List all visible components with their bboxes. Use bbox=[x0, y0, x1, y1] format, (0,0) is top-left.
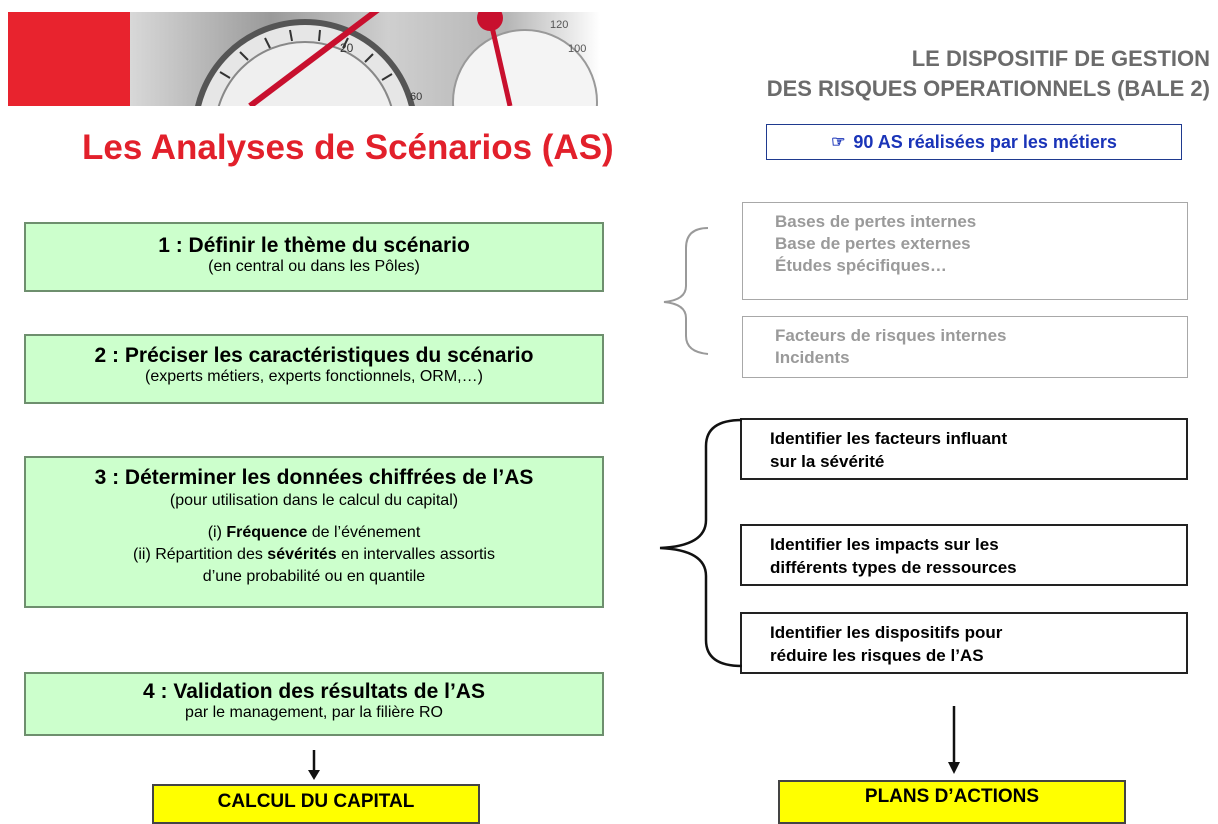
step-3-box: 3 : Déterminer les données chiffrées de … bbox=[24, 456, 604, 608]
source-1-line-2: Base de pertes externes bbox=[775, 234, 971, 253]
action-2-line-2: différents types de ressources bbox=[770, 558, 1017, 577]
action-2-line-1: Identifier les impacts sur les bbox=[770, 535, 999, 554]
arrow-to-plans bbox=[948, 706, 960, 774]
source-2-line-2: Incidents bbox=[775, 348, 850, 367]
output-action-plans: PLANS D’ACTIONS bbox=[778, 780, 1126, 824]
badge-text: 90 AS réalisées par les métiers bbox=[853, 131, 1117, 152]
step-4-title: 4 : Validation des résultats de l’AS bbox=[143, 680, 485, 703]
action-3-line-1: Identifier les dispositifs pour bbox=[770, 623, 1003, 642]
as-count-badge: ☞ 90 AS réalisées par les métiers bbox=[766, 124, 1182, 160]
step-2-subtitle: (experts métiers, experts fonctionnels, … bbox=[145, 368, 483, 385]
gauge-label-20: 20 bbox=[340, 41, 354, 55]
step-4-box: 4 : Validation des résultats de l’AS par… bbox=[24, 672, 604, 736]
action-1-line-1: Identifier les facteurs influant bbox=[770, 429, 1008, 448]
gauge-image: 20 60 80 120 100 bbox=[130, 12, 600, 106]
banner-red-block bbox=[8, 12, 134, 106]
action-box-2: Identifier les impacts sur les différent… bbox=[740, 524, 1188, 586]
header-title-line2: DES RISQUES OPERATIONNELS (BALE 2) bbox=[766, 76, 1210, 101]
action-box-1: Identifier les facteurs influant sur la … bbox=[740, 418, 1188, 480]
page-title: Les Analyses de Scénarios (AS) bbox=[82, 128, 614, 167]
step-1-title: 1 : Définir le thème du scénario bbox=[158, 234, 470, 257]
source-1-line-3: Études spécifiques… bbox=[775, 256, 947, 275]
source-box-1: Bases de pertes internes Base de pertes … bbox=[742, 202, 1188, 300]
black-brace bbox=[659, 418, 743, 668]
step-1-subtitle: (en central ou dans les Pôles) bbox=[208, 258, 420, 275]
header-title: LE DISPOSITIF DE GESTION DES RISQUES OPE… bbox=[767, 44, 1210, 104]
step-3-title: 3 : Déterminer les données chiffrées de … bbox=[94, 466, 534, 489]
step-1-box: 1 : Définir le thème du scénario (en cen… bbox=[24, 222, 604, 292]
step-4-subtitle: par le management, par la filière RO bbox=[185, 704, 443, 721]
step-3-item-2-line2: d’une probabilité ou en quantile bbox=[202, 568, 426, 585]
gauge-label-60: 60 bbox=[410, 91, 422, 103]
pointing-hand-icon: ☞ bbox=[831, 134, 846, 151]
source-box-2: Facteurs de risques internes Incidents bbox=[742, 316, 1188, 378]
header-title-line1: LE DISPOSITIF DE GESTION bbox=[911, 46, 1210, 71]
step-2-box: 2 : Préciser les caractéristiques du scé… bbox=[24, 334, 604, 404]
action-3-line-2: réduire les risques de l’AS bbox=[770, 646, 984, 665]
gray-brace bbox=[663, 227, 709, 355]
gauge-label-100: 100 bbox=[568, 43, 586, 55]
arrow-to-capital bbox=[308, 750, 320, 780]
source-1-line-1: Bases de pertes internes bbox=[775, 212, 977, 231]
gauge-label-120: 120 bbox=[550, 19, 568, 31]
step-3-subtitle: (pour utilisation dans le calcul du capi… bbox=[169, 492, 459, 509]
action-box-3: Identifier les dispositifs pour réduire … bbox=[740, 612, 1188, 674]
action-1-line-2: sur la sévérité bbox=[770, 452, 885, 471]
step-3-item-2: (ii) Répartition des sévérités en interv… bbox=[133, 546, 495, 563]
step-3-item-1: (i) Fréquence de l’événement bbox=[207, 524, 421, 541]
source-2-line-1: Facteurs de risques internes bbox=[775, 326, 1007, 345]
step-2-title: 2 : Préciser les caractéristiques du scé… bbox=[94, 344, 534, 367]
output-capital-calculation: CALCUL DU CAPITAL bbox=[152, 784, 480, 824]
